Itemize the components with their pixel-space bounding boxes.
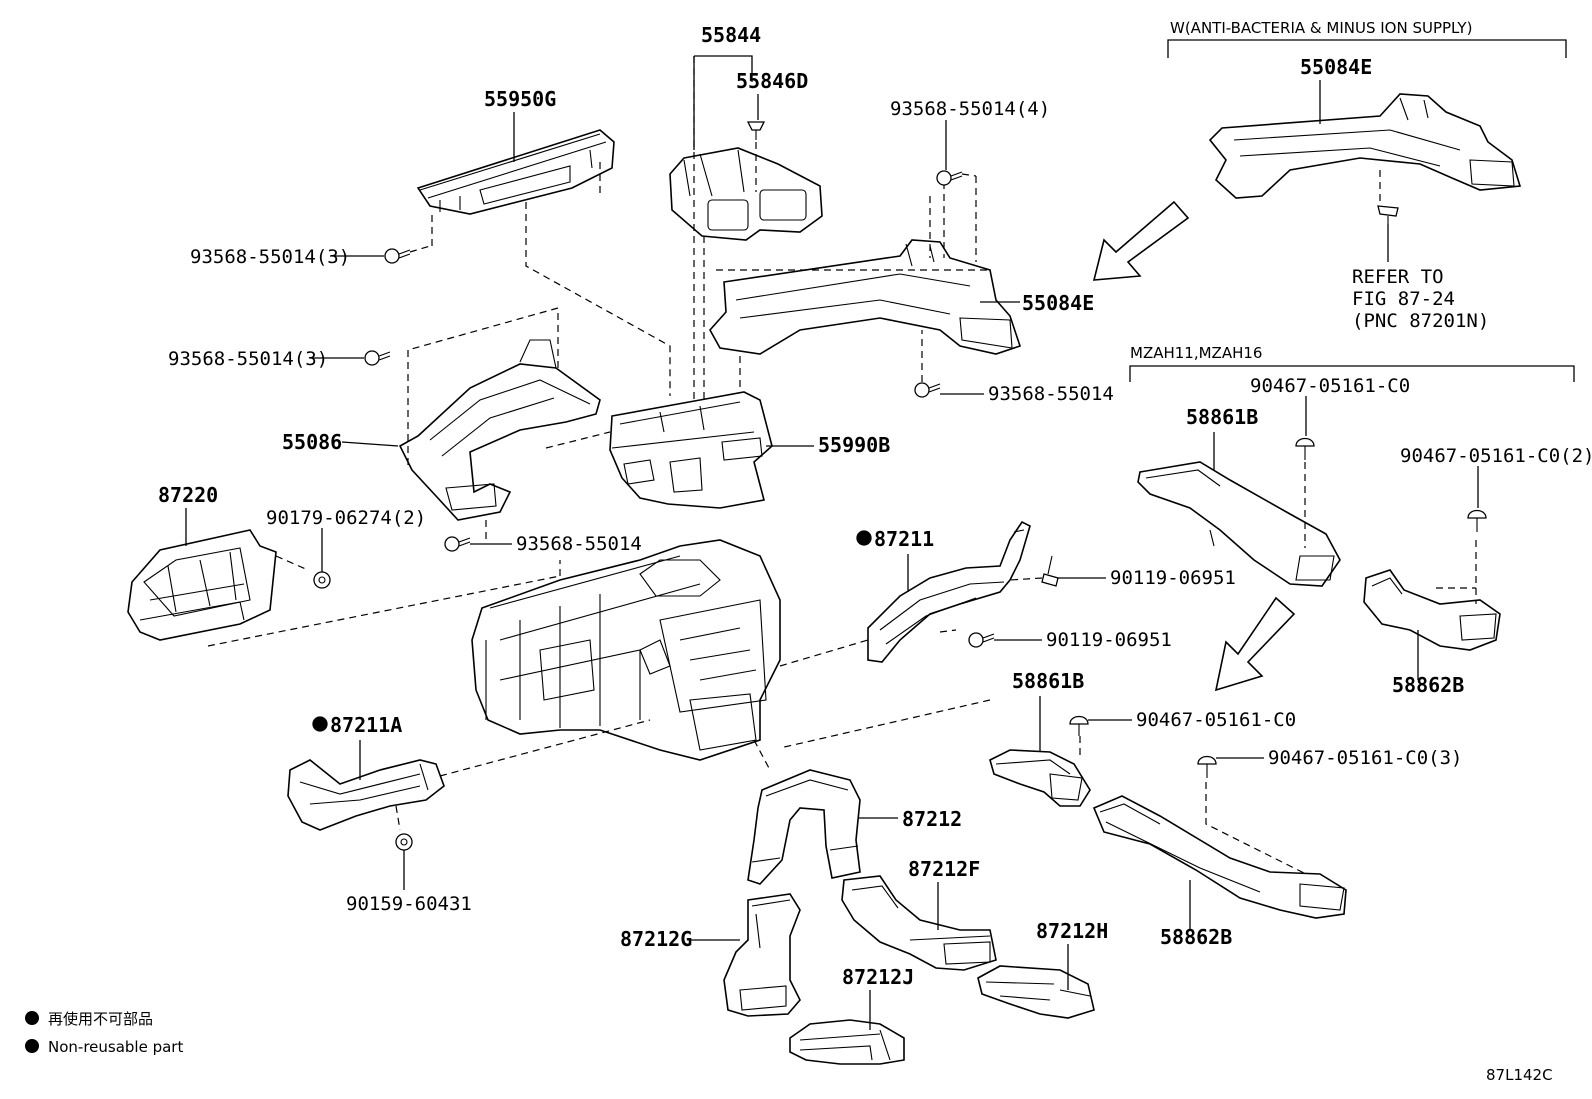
- screw-93568-55014-low: 93568-55014: [444, 533, 642, 555]
- label-87211: 87211: [874, 527, 934, 551]
- screw-55846D: [693, 56, 766, 410]
- part-58862B-b: 58862B: [1092, 782, 1347, 949]
- label-87212: 87212: [902, 807, 962, 831]
- label-93568-55014-3-a: 93568-55014(3): [190, 246, 350, 268]
- screw-refer: REFER TO FIG 87-24 (PNC 87201N): [1352, 205, 1489, 332]
- label-93568-55014-4: 93568-55014(4): [890, 98, 1050, 120]
- part-55086: 55086: [282, 307, 611, 540]
- refer-line-3: (PNC 87201N): [1352, 310, 1489, 332]
- legend-text-en: Non-reusable part: [48, 1038, 183, 1056]
- part-87220: 87220: [127, 483, 561, 647]
- label-90467-05161-C0-2: 90467-05161-C0(2): [1400, 445, 1592, 467]
- hvac-unit-main: [471, 539, 781, 761]
- label-90119-06951-b: 90119-06951: [1046, 629, 1172, 651]
- label-55846D: 55846D: [736, 69, 808, 93]
- screw-93568-55014-4: 93568-55014(4): [890, 98, 1050, 186]
- part-87211: 87211: [779, 520, 1031, 667]
- non-reusable-dot-jp: [25, 1011, 39, 1025]
- label-55950G: 55950G: [484, 87, 556, 111]
- refer-line-2: FIG 87-24: [1352, 288, 1455, 310]
- model-group-label: MZAH11,MZAH16: [1130, 344, 1262, 362]
- non-reusable-dot-en: [25, 1039, 39, 1053]
- label-58861B-b: 58861B: [1012, 669, 1084, 693]
- label-93568-55014-mid: 93568-55014: [988, 383, 1114, 405]
- screw-90467-05161-C0-2: 90467-05161-C0(2): [1400, 445, 1592, 532]
- screw-90467-05161-C0-c: 90467-05161-C0: [1069, 709, 1296, 736]
- part-87212G: 87212G: [620, 893, 801, 1017]
- refer-line-1: REFER TO: [1352, 266, 1444, 288]
- anti-bacteria-group-label: W(ANTI-BACTERIA & MINUS ION SUPPLY): [1170, 19, 1472, 37]
- model-group-bracket: MZAH11,MZAH16: [1129, 344, 1575, 382]
- label-90467-05161-C0-3: 90467-05161-C0(3): [1268, 747, 1462, 769]
- label-90179-06274-2: 90179-06274(2): [266, 507, 426, 529]
- label-90119-06951-a: 90119-06951: [1110, 567, 1236, 589]
- part-87212H: 87212H: [977, 919, 1108, 1019]
- anti-bacteria-group-bracket: W(ANTI-BACTERIA & MINUS ION SUPPLY): [1167, 19, 1567, 58]
- label-90159-60431: 90159-60431: [346, 893, 472, 915]
- label-87220: 87220: [158, 483, 218, 507]
- screw-90119-06951-b: 90119-06951: [968, 629, 1172, 651]
- label-55084E-top: 55084E: [1300, 55, 1372, 79]
- label-87212F: 87212F: [908, 857, 980, 881]
- screw-90119-06951-a: 90119-06951: [1009, 555, 1236, 589]
- label-87212J: 87212J: [842, 965, 914, 989]
- label-58861B-a: 58861B: [1186, 405, 1258, 429]
- part-55084E-anti-bacteria: 55084E: [1208, 55, 1522, 204]
- label-87212H: 87212H: [1036, 919, 1108, 943]
- part-55950G: 55950G: [416, 87, 671, 396]
- part-55990B: 55990B: [609, 391, 890, 509]
- label-58862B-b: 58862B: [1160, 925, 1232, 949]
- arrow-upper: [1092, 200, 1190, 281]
- screw-90467-05161-C0-a: 90467-05161-C0: [1250, 375, 1410, 548]
- label-55086: 55086: [282, 430, 342, 454]
- legend: 再使用不可部品 Non-reusable part: [25, 1010, 183, 1056]
- screw-90467-05161-C0-3: 90467-05161-C0(3): [1197, 747, 1462, 778]
- part-58861B-a: 58861B: [1137, 405, 1341, 587]
- figure-id: 87L142C: [1486, 1066, 1553, 1084]
- part-87212F: 87212F: [841, 857, 997, 971]
- label-55084E-mid: 55084E: [1022, 291, 1094, 315]
- label-87211A: 87211A: [330, 713, 402, 737]
- screw-90179-06274-2: 90179-06274(2): [266, 507, 426, 589]
- screw-93568-55014-3-top: 93568-55014(3): [190, 245, 431, 268]
- legend-text-jp: 再使用不可部品: [48, 1010, 153, 1028]
- label-87212G: 87212G: [620, 927, 692, 951]
- label-55844: 55844: [701, 23, 761, 47]
- label-93568-55014-low: 93568-55014: [516, 533, 642, 555]
- label-90467-05161-C0-c: 90467-05161-C0: [1136, 709, 1296, 731]
- label-58862B-a: 58862B: [1392, 673, 1464, 697]
- screw-90159-60431: 90159-60431: [346, 833, 472, 915]
- arrow-lower: [1214, 596, 1296, 692]
- part-87211A: 87211A: [287, 713, 651, 831]
- screw-93568-55014-3-mid: 93568-55014(3): [168, 348, 391, 370]
- part-87212: 87212: [747, 699, 991, 885]
- part-55084E-main: 55084E: [709, 176, 1094, 390]
- label-55990B: 55990B: [818, 433, 890, 457]
- label-93568-55014-3-b: 93568-55014(3): [168, 348, 328, 370]
- screw-93568-55014-mid: 93568-55014: [914, 330, 1114, 405]
- part-58862B-a: 58862B: [1363, 540, 1501, 697]
- part-55844: 55844 55846D: [669, 23, 823, 241]
- label-90467-05161-C0-a: 90467-05161-C0: [1250, 375, 1410, 397]
- part-87212J: 87212J: [789, 965, 914, 1065]
- part-58861B-b: 58861B: [989, 669, 1091, 807]
